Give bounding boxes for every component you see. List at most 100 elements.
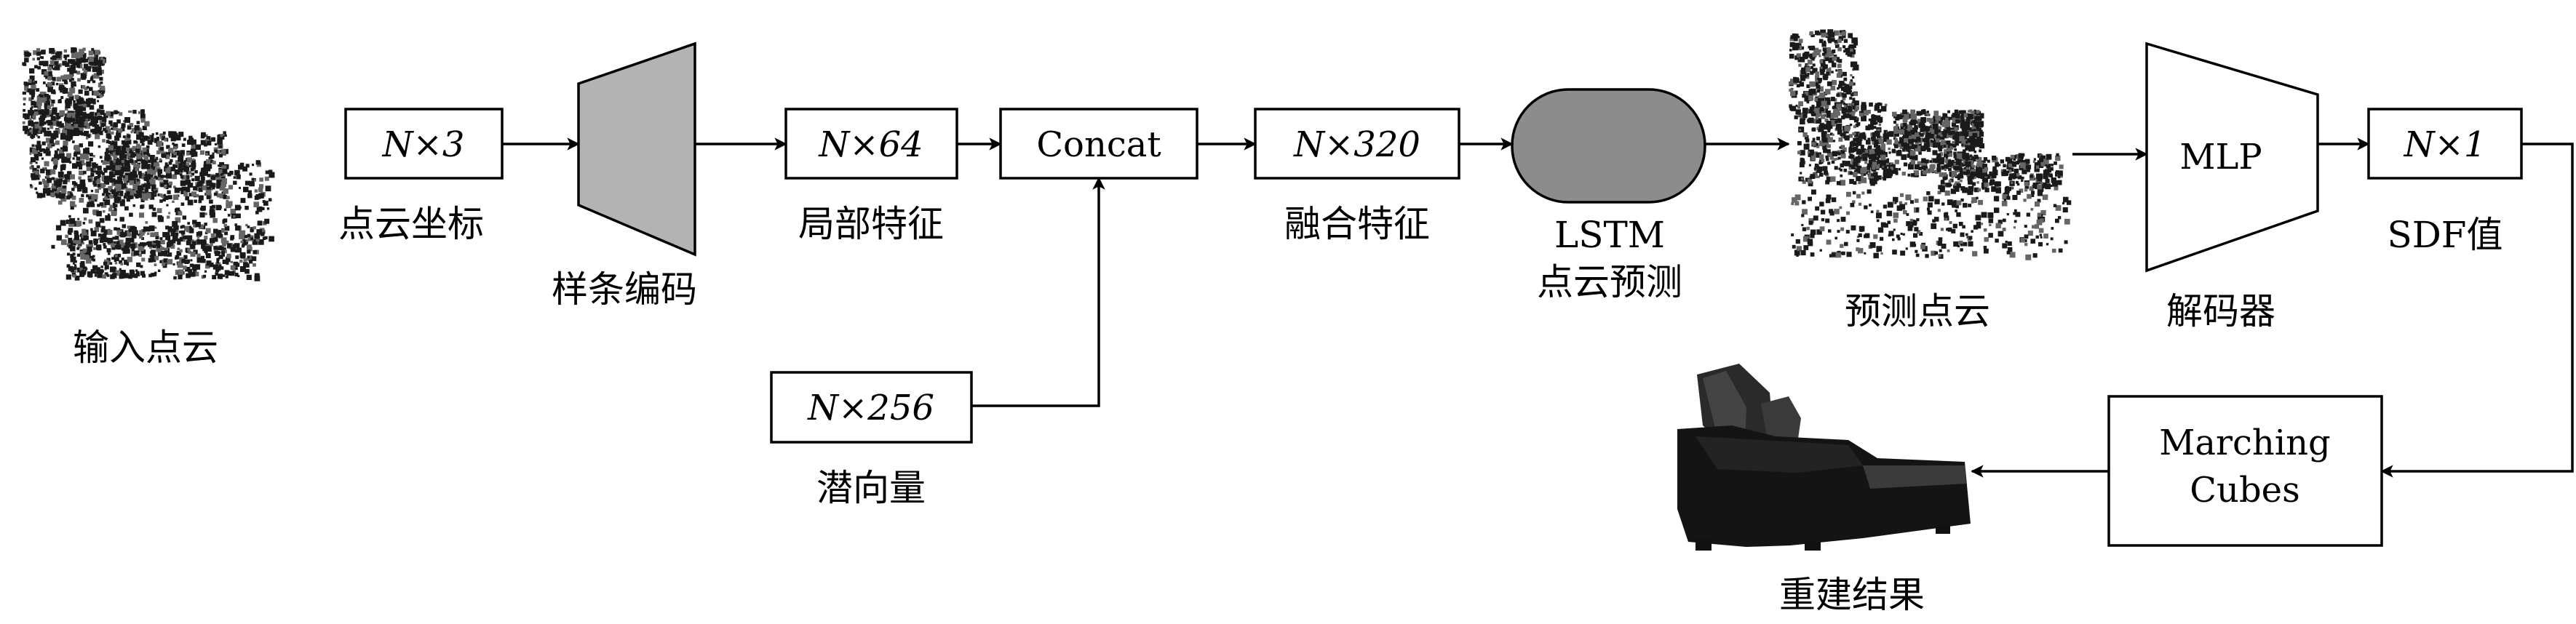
cloud-point <box>1918 151 1922 155</box>
cloud-point <box>221 165 227 170</box>
cloud-point <box>261 232 265 236</box>
cloud-point <box>1901 140 1907 146</box>
cloud-point <box>1936 129 1941 135</box>
cloud-point <box>170 244 175 249</box>
cloud-point <box>1956 153 1963 159</box>
cloud-point <box>1973 176 1976 179</box>
cloud-point <box>57 200 63 205</box>
cloud-point <box>73 48 77 52</box>
cloud-point <box>123 119 126 123</box>
cloud-point <box>1869 179 1874 183</box>
cloud-point <box>117 111 120 114</box>
cloud-point <box>2063 196 2069 203</box>
cloud-point <box>106 148 109 151</box>
cloud-point <box>52 121 57 126</box>
cloud-point <box>1960 168 1965 174</box>
cloud-point <box>1910 119 1916 126</box>
cloud-point <box>1953 183 1957 186</box>
cloud-point <box>1839 206 1842 209</box>
cloud-point <box>1826 194 1832 200</box>
cloud-point <box>1794 115 1798 119</box>
cloud-point <box>251 257 254 260</box>
cloud-point <box>38 175 41 177</box>
cloud-point <box>2037 184 2043 190</box>
cloud-point <box>150 175 154 177</box>
cloud-point <box>54 133 59 138</box>
cloud-point <box>122 135 126 138</box>
cloud-point <box>1853 181 1857 185</box>
cloud-point <box>1797 113 1801 117</box>
cloud-point <box>1932 123 1939 129</box>
cloud-point <box>65 62 70 67</box>
cloud-point <box>152 244 156 249</box>
cloud-point <box>151 273 155 277</box>
cloud-point <box>1947 151 1949 154</box>
cloud-point <box>1790 35 1794 39</box>
cloud-point <box>1848 167 1851 170</box>
cloud-point <box>1844 135 1850 141</box>
cloud-point <box>1977 188 1981 192</box>
cloud-point <box>1920 117 1926 123</box>
cloud-point <box>205 253 211 258</box>
cloud-point <box>93 177 98 181</box>
pred-cloud-label: 预测点云 <box>1845 290 1990 332</box>
cloud-point <box>84 130 90 137</box>
cloud-point <box>108 140 111 144</box>
cloud-point <box>1836 157 1839 161</box>
cloud-point <box>2025 254 2032 260</box>
cloud-point <box>1896 114 1901 119</box>
cloud-point <box>114 110 118 114</box>
cloud-point <box>144 121 150 127</box>
cloud-point <box>183 239 186 242</box>
cloud-point <box>2005 240 2008 244</box>
cloud-point <box>116 241 120 245</box>
cloud-point <box>1883 177 1887 181</box>
cloud-point <box>212 204 215 209</box>
cloud-point <box>116 130 122 135</box>
cloud-point <box>1957 244 1960 247</box>
cloud-point <box>234 204 241 211</box>
cloud-point <box>190 272 196 277</box>
cloud-point <box>1804 135 1809 140</box>
cloud-point <box>1939 159 1944 165</box>
cloud-point <box>177 262 183 268</box>
cloud-point <box>46 120 49 124</box>
cloud-point <box>178 269 184 275</box>
cloud-point <box>113 156 117 161</box>
cloud-point <box>119 172 124 177</box>
cloud-point <box>59 153 65 159</box>
cloud-point <box>89 157 93 161</box>
cloud-point <box>131 128 135 132</box>
cloud-point <box>257 161 261 165</box>
cloud-point <box>78 188 82 192</box>
cloud-point <box>1845 230 1850 234</box>
cloud-point <box>1831 253 1835 257</box>
cloud-point <box>1902 117 1908 123</box>
cloud-point <box>89 255 94 261</box>
cloud-point <box>2016 173 2020 177</box>
cloud-point <box>1964 121 1971 127</box>
cloud-point <box>139 230 145 236</box>
cloud-point <box>165 235 171 241</box>
cloud-point <box>147 140 153 145</box>
cloud-point <box>47 66 52 71</box>
cloud-point <box>54 64 60 71</box>
cloud-point <box>2037 212 2042 217</box>
cloud-point <box>62 185 67 191</box>
cloud-point <box>1800 177 1804 180</box>
cloud-point <box>140 242 145 247</box>
cloud-point <box>1858 160 1861 163</box>
cloud-point <box>183 255 188 259</box>
cloud-point <box>83 170 87 175</box>
cloud-point <box>2034 162 2040 168</box>
cloud-point <box>89 105 95 110</box>
cloud-point <box>36 144 42 151</box>
cloud-point <box>227 214 231 217</box>
cloud-point <box>1799 57 1805 63</box>
cloud-point <box>1952 142 1957 147</box>
cloud-point <box>1853 100 1859 106</box>
cloud-point <box>1944 153 1948 158</box>
cloud-point <box>1968 131 1973 137</box>
cloud-point <box>1812 52 1817 57</box>
cloud-point <box>173 151 177 156</box>
